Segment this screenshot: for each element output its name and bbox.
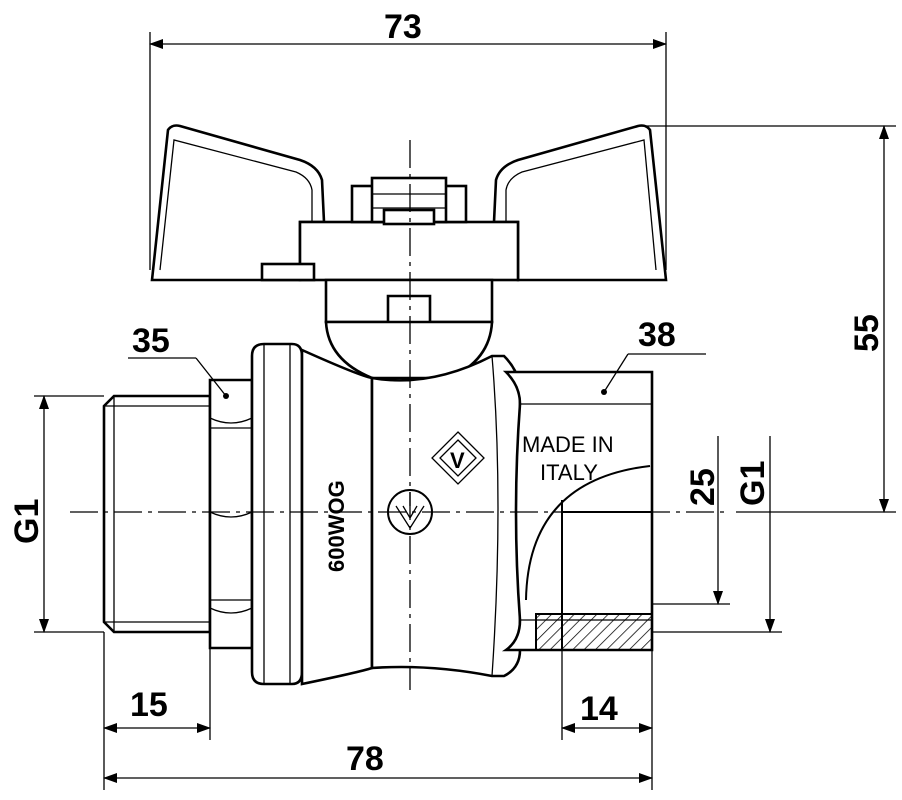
- pressure-marking: 600WOG: [324, 480, 349, 572]
- dim-73-label: 73: [384, 8, 422, 46]
- leader-hex-left: 35: [128, 322, 229, 399]
- dimension-right-thread: G1: [652, 436, 782, 633]
- dim-38-label: 38: [638, 316, 676, 354]
- dim-15-label: 15: [130, 686, 168, 724]
- origin-marking-line2: ITALY: [540, 460, 598, 485]
- dimension-left-thread: G1: [8, 395, 104, 633]
- dim-25-label: 25: [684, 468, 722, 506]
- dim-35-label: 35: [132, 322, 170, 360]
- male-thread-end: [102, 394, 212, 634]
- female-thread-end: MADE IN ITALY: [501, 370, 654, 652]
- origin-marking-line1: MADE IN: [522, 432, 614, 457]
- valve-stem: [324, 278, 494, 380]
- dim-78-label: 78: [346, 740, 384, 778]
- dimension-bore: 25: [652, 436, 730, 605]
- dimension-overall-height: 55: [640, 125, 896, 513]
- diamond-logo: V: [431, 431, 485, 485]
- left-hex-nut: [208, 378, 254, 650]
- dim-g1-left-label: G1: [8, 499, 46, 544]
- leader-hex-right: 38: [601, 316, 706, 395]
- butterfly-handle: [150, 124, 668, 282]
- logo-letter: V: [450, 448, 465, 473]
- dimension-female-depth: 14: [561, 650, 653, 740]
- dimension-male-thread-length: 15: [103, 648, 211, 740]
- union-ring: [250, 342, 304, 686]
- dim-g1-right-label: G1: [734, 461, 772, 506]
- valve-body: 600WOG V: [300, 347, 522, 686]
- dimension-length: 78: [103, 632, 653, 790]
- dim-55-label: 55: [848, 314, 886, 352]
- dimension-handle-width: 73: [149, 8, 667, 270]
- center-lines: [70, 140, 730, 690]
- dim-14-label: 14: [580, 690, 618, 728]
